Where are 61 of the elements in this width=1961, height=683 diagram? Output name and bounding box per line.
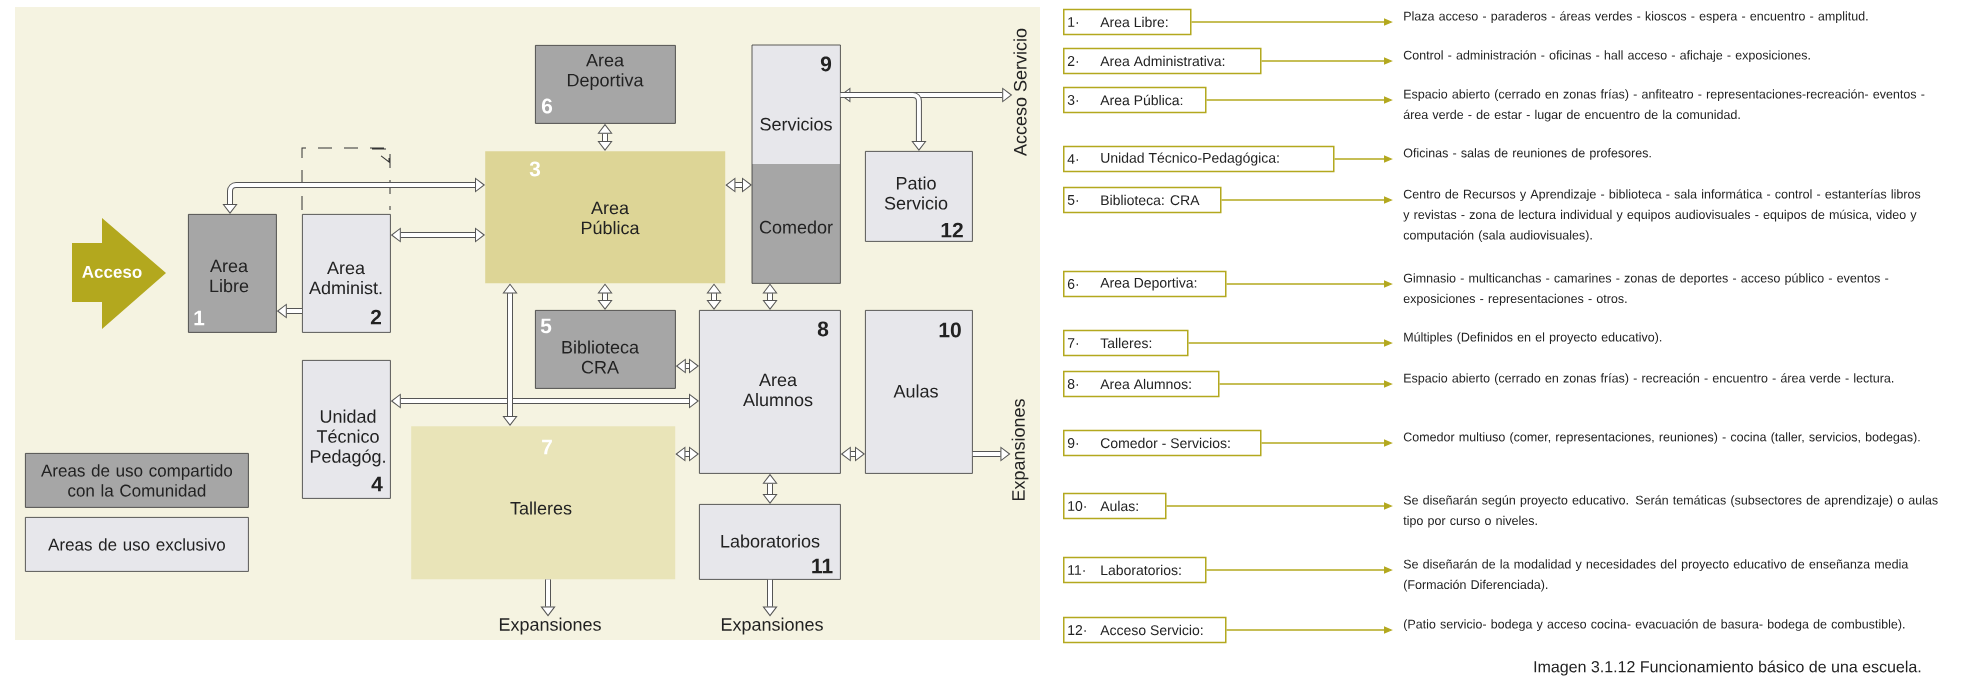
description-text: Espacio abierto (cerrado en zonas frías) - anfiteatro - representaciones-recreación- eventos - área verde - de estar - lugar de encuentro de la comunidad. <box>1403 89 1925 122</box>
legend-box: Areas de uso compartido con la Comunidad <box>25 453 249 508</box>
label-box: 5· Biblioteca: CRA <box>1063 186 1222 214</box>
hollow-arrow <box>762 283 778 310</box>
hollow-arrow <box>762 579 778 617</box>
hollow-arrow <box>597 124 613 151</box>
label-box: 9· Comedor - Servicios: <box>1063 429 1262 457</box>
area-box: Unidad Técnico Pedagóg. 4 <box>302 360 391 499</box>
area-box: 5 Biblioteca CRA <box>535 310 676 389</box>
hollow-arrow <box>391 227 485 243</box>
label-box: 4· Unidad Técnico-Pedagógica: <box>1063 145 1335 173</box>
hollow-arrow <box>391 393 699 409</box>
label-box: 8· Area Alumnos: <box>1063 370 1220 398</box>
area-label: Expansiones <box>499 617 601 635</box>
hollow-arrow <box>762 474 778 504</box>
area-box: Patio Servicio 12 <box>865 151 973 242</box>
description-text: Plaza acceso - paraderos - áreas verdes - kioscos - espera - encuentro - amplitud. <box>1404 11 1868 23</box>
area-box: 3 Area Pública <box>485 151 726 284</box>
label-box: 10· Aulas: <box>1063 492 1167 520</box>
area-label: Expansiones <box>1011 399 1029 501</box>
description-text: Espacio abierto (cerrado en zonas frías) - recreación - encuentro - área verde - lectura. <box>1404 373 1894 385</box>
area-box: Area Deportiva 6 <box>535 45 676 124</box>
description-text: Gimnasio - multicanchas - camarines - zonas de deportes - acceso público - eventos - exposiciones - representaciones - otros. <box>1403 273 1889 306</box>
label-box: 1· Area Libre: <box>1063 8 1192 36</box>
area-box: 10 Aulas <box>865 310 973 474</box>
hollow-arrow <box>725 177 752 193</box>
description-text: Centro de Recursos y Aprendizaje - biblioteca - sala informática - control - estanterías libros y revistas - zona de lectura individual y equipos audiovisuales - equipos de música, video y computación (sala audiovisuales). <box>1403 189 1921 242</box>
description-text: Se diseñarán según proyecto educativo. Serán temáticas (subsectores de aprendizaje) o aulas tipo por curso o niveles. <box>1403 495 1938 528</box>
hollow-arrow <box>277 303 302 319</box>
caption: Imagen 3.1.12 Funcionamiento básico de una escuela. <box>1534 660 1921 676</box>
label-box: 7· Talleres: <box>1063 329 1189 357</box>
description-text: Control - administración - oficinas - hall acceso - afichaje - exposiciones. <box>1403 50 1810 62</box>
hollow-arrow <box>502 283 518 426</box>
description-text: Oficinas - salas de reuniones de profesores. <box>1403 148 1651 160</box>
description-text: Se diseñarán de la modalidad y necesidades del proyecto educativo de enseñanza media (Formación Diferenciada). <box>1403 559 1909 592</box>
hollow-arrow <box>840 92 926 151</box>
hollow-arrow <box>972 446 1011 462</box>
hollow-arrow <box>676 358 699 374</box>
description-text: Comedor multiuso (comer, representaciones, reuniones) - cocina (taller, servicios, bodegas). <box>1403 432 1920 444</box>
hollow-arrow <box>706 283 722 310</box>
description-text: Múltiples (Definidos en el proyecto educativo). <box>1404 332 1662 344</box>
label-box: 12· Acceso Servicio: <box>1063 616 1227 644</box>
area-box: 8 Area Alumnos <box>699 310 841 474</box>
area-box: 9 Servicios Comedor <box>751 44 841 284</box>
hollow-arrow <box>841 446 865 462</box>
label-box: 6· Area Deportiva: <box>1063 270 1227 298</box>
area-label: Expansiones <box>721 617 823 635</box>
area-box: Laboratorios 11 <box>699 504 841 580</box>
hollow-arrow <box>540 579 556 617</box>
hollow-arrow <box>675 446 699 462</box>
area-box: Area Libre 1 <box>188 214 277 333</box>
hollow-arrow <box>597 283 613 310</box>
label-box: 2· Area Administrativa: <box>1063 47 1262 75</box>
label-box: 3· Area Pública: <box>1063 86 1207 114</box>
label-box: 11· Laboratorios: <box>1063 556 1207 584</box>
legend-box: Areas de uso exclusivo <box>25 517 249 572</box>
area-box: 7 Talleres <box>411 426 676 580</box>
area-label: Acceso Servicio <box>1013 28 1027 156</box>
hollow-arrow <box>222 177 485 214</box>
description-text: (Patio servicio- bodega y acceso cocina- evacuación de basura- bodega de combustible). <box>1404 619 1905 631</box>
area-box: Area Administ. 2 <box>302 214 391 333</box>
